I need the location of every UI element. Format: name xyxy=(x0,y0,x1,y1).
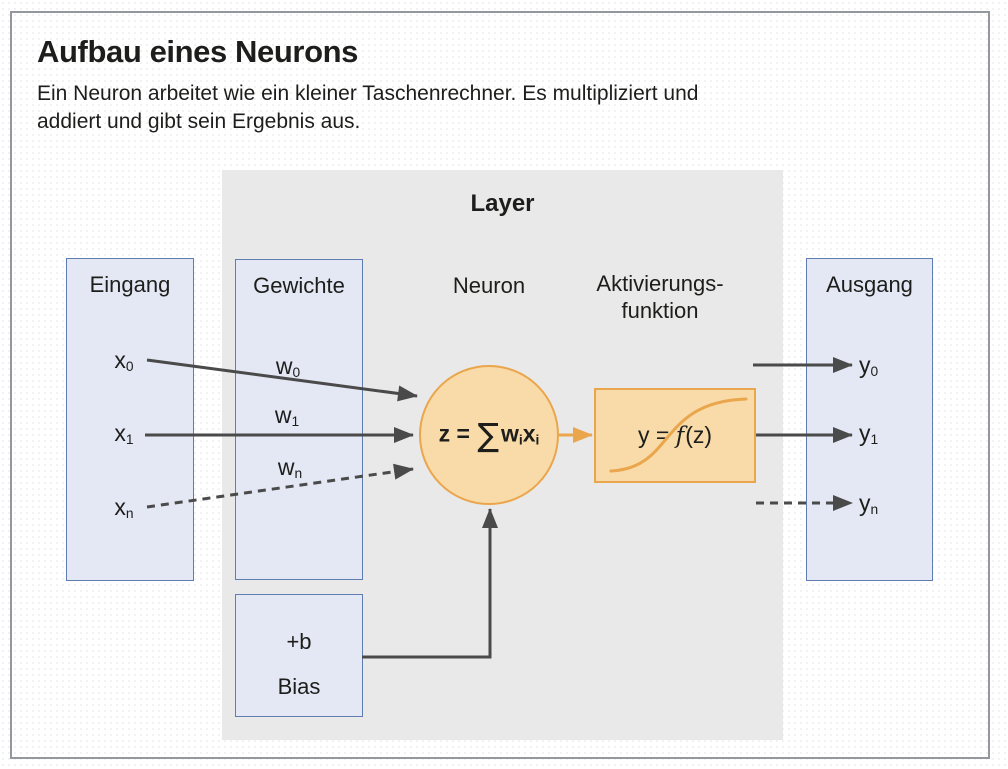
subtitle-line-2: addiert und gibt sein Ergebnis aus. xyxy=(37,110,361,133)
bias-box: +b Bias xyxy=(235,594,363,717)
activation-label-line-1: Aktivierungs- xyxy=(596,271,724,296)
neuron-circle: z = ∑wixi xyxy=(419,365,559,505)
activation-column-label: Aktivierungs- funktion xyxy=(560,270,760,324)
input-label-x1: x1 xyxy=(114,420,134,448)
input-label-x0: x0 xyxy=(114,347,134,375)
layer-label: Layer xyxy=(470,190,535,217)
weights-box: Gewichte xyxy=(235,259,363,580)
activation-formula: y = f(z) xyxy=(637,422,713,449)
input-label-xn: xn xyxy=(114,494,134,522)
page-subtitle: Ein Neuron arbeitet wie ein kleiner Tasc… xyxy=(37,80,698,136)
sum-icon: ∑ xyxy=(477,416,500,454)
page-title: Aufbau eines Neurons xyxy=(37,34,358,69)
input-box: Eingang xyxy=(66,258,194,581)
output-label-yn: yn xyxy=(859,490,879,518)
input-box-heading: Eingang xyxy=(89,272,171,297)
bias-name-label: Bias xyxy=(277,674,321,699)
output-box-heading: Ausgang xyxy=(826,272,913,297)
output-label-y1: y1 xyxy=(859,420,879,448)
weight-label-wn: wn xyxy=(277,454,303,482)
function-f-symbol: f xyxy=(675,423,685,449)
output-box: Ausgang xyxy=(806,258,933,581)
subtitle-line-1: Ein Neuron arbeitet wie ein kleiner Tasc… xyxy=(37,82,699,105)
weight-label-w0: w0 xyxy=(275,353,301,381)
bias-value-label: +b xyxy=(286,629,312,654)
activation-function-box: y = f(z) xyxy=(594,388,756,483)
neuron-column-label: Neuron xyxy=(452,273,526,298)
weights-box-heading: Gewichte xyxy=(253,273,345,298)
output-label-y0: y0 xyxy=(859,352,879,380)
activation-label-line-2: funktion xyxy=(621,298,699,323)
neuron-formula: z = ∑wixi xyxy=(438,416,540,454)
weight-label-w1: w1 xyxy=(274,402,300,430)
